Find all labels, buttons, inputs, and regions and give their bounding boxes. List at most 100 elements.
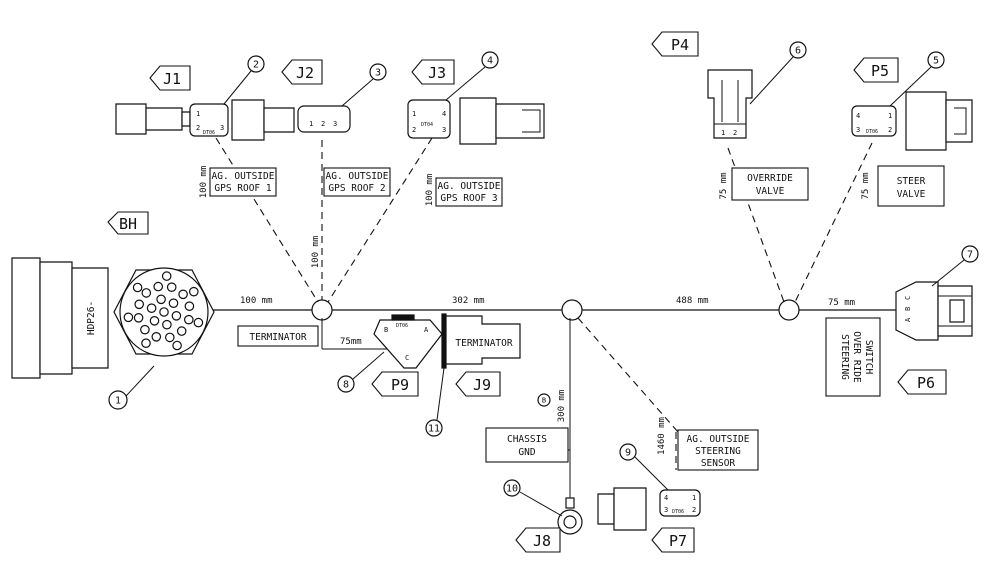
gps-roof-2-box: [323, 167, 391, 197]
measure-100-gps2: 100 mm: [311, 236, 321, 269]
p7-pin-2: 2: [692, 506, 696, 514]
measure-75-steer: 75 mm: [861, 172, 871, 199]
j1-pin-3: 3: [220, 124, 224, 132]
p9-pin-c: C: [405, 354, 409, 362]
callout-7: 7: [967, 250, 973, 261]
callout-4-circle: [481, 51, 499, 69]
p9-latch: [391, 314, 415, 321]
bh-pin: [133, 312, 144, 323]
tag-j1: J1: [163, 70, 181, 88]
callout-3-circle: [369, 63, 387, 81]
p4-pin-1: 1: [721, 129, 725, 137]
j9-connector: [445, 315, 521, 365]
override-valve-line2: VALVE: [756, 186, 785, 197]
callout-6-leader: [749, 56, 794, 105]
callout-6-circle: [789, 41, 807, 59]
p5-pin-1: 1: [888, 112, 892, 120]
chassis-gnd-line1: CHASSIS: [507, 434, 547, 445]
bh-pin: [172, 340, 182, 351]
measure-1460: 1460 mm: [657, 417, 667, 455]
callout-9-circle: [619, 443, 637, 461]
j3-pin-1: 1: [412, 110, 416, 118]
bh-pin: [162, 319, 172, 330]
tag-j3-outline: [411, 59, 455, 85]
marker-b: B: [542, 397, 546, 405]
callout-8-circle: [337, 375, 355, 393]
bh-pin: [141, 288, 152, 298]
tag-p7: P7: [669, 532, 687, 550]
tag-p7-outline: [651, 527, 695, 553]
callout-4-leader: [445, 66, 486, 101]
p5-pin-3: 3: [856, 126, 860, 134]
callout-6: 6: [795, 46, 801, 57]
override-switch-line1: STEERING: [839, 334, 850, 380]
callout-8-leader: [352, 351, 385, 380]
bh-pin: [168, 298, 179, 308]
tag-bh: BH: [119, 215, 137, 233]
callout-3: 3: [375, 68, 381, 79]
tag-bh-outline: [107, 211, 149, 235]
gps-roof-2-line1: AG. OUTSIDE: [326, 171, 389, 182]
p7-pin-4: 4: [664, 494, 668, 502]
callout-2: 2: [253, 60, 259, 71]
steering-sensor-line1: AG. OUTSIDE: [687, 434, 750, 445]
bh-pin: [178, 289, 188, 300]
hdp-part-label: HDP26-: [86, 301, 97, 335]
j3-pin-3: 3: [442, 126, 446, 134]
terminator-j9-label: TERMINATOR: [455, 338, 512, 349]
gps-roof-1-line1: AG. OUTSIDE: [212, 171, 275, 182]
p5-face: [851, 105, 897, 137]
ring-terminal: [557, 497, 583, 535]
p9-connector: [373, 319, 443, 369]
bh-pin: [156, 294, 166, 305]
tag-j8-outline: [515, 527, 561, 553]
callout-4: 4: [487, 56, 493, 67]
p9-code: DT06: [396, 323, 408, 329]
bh-pin: [159, 307, 169, 317]
p5-pin-2: 2: [888, 126, 892, 134]
callout-1-leader: [125, 365, 155, 397]
bh-pin: [165, 332, 175, 343]
callout-9-leader: [634, 456, 669, 491]
bh-pin: [134, 299, 144, 310]
j1-pin-1: 1: [196, 110, 200, 118]
bh-pin: [189, 286, 199, 297]
j3-code: DT04: [421, 122, 433, 128]
gps-roof-1-line2: GPS ROOF 1: [214, 183, 271, 194]
tag-j2: J2: [296, 64, 314, 82]
bh-pin: [132, 282, 143, 293]
callout-1-circle: [108, 390, 128, 410]
gps-roof-3-box: [435, 177, 503, 207]
bh-pin: [184, 301, 195, 311]
tag-j8: J8: [533, 532, 551, 550]
p6-pin-a: A: [904, 317, 912, 322]
callout-10-leader: [519, 491, 563, 517]
j2-face: [297, 105, 351, 133]
bh-pin: [146, 303, 157, 313]
callout-10-circle: [503, 479, 521, 497]
callout-11-circle: [425, 419, 443, 437]
callout-10: 10: [506, 484, 518, 495]
terminator-left-box: [237, 325, 319, 347]
callout-7-circle: [961, 245, 979, 263]
tag-j3: J3: [428, 64, 446, 82]
measure-300: 300 mm: [557, 390, 567, 423]
steering-sensor-box: [677, 429, 759, 471]
bh-pin: [151, 331, 162, 342]
override-valve-box: [731, 167, 809, 201]
p7-pin-1: 1: [692, 494, 696, 502]
tag-p6-outline: [897, 369, 947, 395]
j1-code: DT06: [203, 130, 215, 136]
p6-pin-b: B: [904, 307, 912, 311]
gps-roof-1-box: [209, 167, 277, 197]
p9-pin-b: B: [384, 326, 388, 334]
bh-pin-array: [123, 271, 204, 351]
p7-face: [659, 489, 701, 517]
steering-sensor-line3: SENSOR: [701, 458, 736, 469]
callout-11-leader: [436, 367, 445, 421]
measure-100-gps1: 100 mm: [199, 166, 209, 199]
p6-pin-c: C: [904, 296, 912, 300]
tag-j2-outline: [281, 59, 323, 85]
measure-75-override: 75 mm: [719, 172, 729, 199]
steering-sensor-line2: STEERING: [695, 446, 741, 457]
